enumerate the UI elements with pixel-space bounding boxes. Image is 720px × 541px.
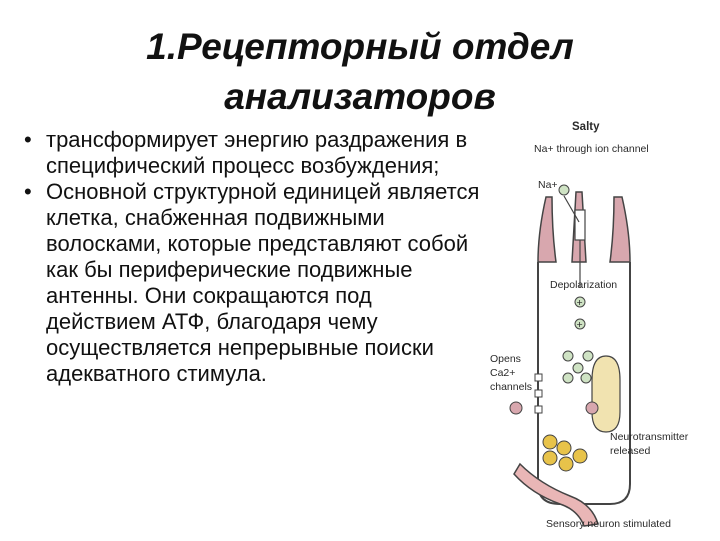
- ca-channel-marks: [534, 373, 543, 414]
- receptor-hair-right: [609, 196, 631, 263]
- ca-ion-inside: [585, 401, 599, 415]
- bullet-item: трансформирует энергию раздражения в спе…: [22, 127, 482, 179]
- na-ion-arrow: [563, 195, 580, 223]
- label-salty: Salty: [572, 121, 600, 133]
- receptor-hair-left: [537, 196, 557, 263]
- label-na-channel: Na+ through ion channel: [534, 143, 649, 155]
- cell-nucleus: [591, 355, 621, 433]
- label-opens: Opens: [490, 353, 521, 365]
- label-depolarization: Depolarization: [550, 279, 617, 291]
- label-sensory-neuron: Sensory neuron stimulated: [546, 518, 671, 530]
- neurotransmitter-vesicles: [542, 434, 588, 472]
- positive-ion-group: [562, 296, 594, 384]
- label-na-ion: Na+: [538, 179, 558, 191]
- taste-receptor-figure: Salty Na+ through ion channel Na+ Depola…: [480, 112, 716, 536]
- slide-title: 1.Рецепторный отдел анализаторов: [60, 22, 660, 122]
- label-released: released: [610, 445, 650, 457]
- ca-ion-outside: [509, 401, 523, 415]
- plus-sign: +: [577, 319, 583, 331]
- bullet-item: Основной структурной единицей является к…: [22, 179, 482, 387]
- bullet-list: трансформирует энергию раздражения в спе…: [22, 127, 482, 387]
- plus-sign: +: [577, 297, 583, 309]
- slide-title-line-1: 1.Рецепторный отдел: [146, 26, 574, 67]
- na-ion-entering: [558, 184, 570, 196]
- slide-title-line-2: анализаторов: [224, 76, 496, 117]
- label-channels: channels: [490, 381, 532, 393]
- ion-channel: [574, 209, 586, 241]
- label-ca: Ca2+: [490, 367, 515, 379]
- sensory-neuron: [513, 462, 599, 527]
- label-neurotransmitter: Neurotransmitter: [610, 431, 689, 443]
